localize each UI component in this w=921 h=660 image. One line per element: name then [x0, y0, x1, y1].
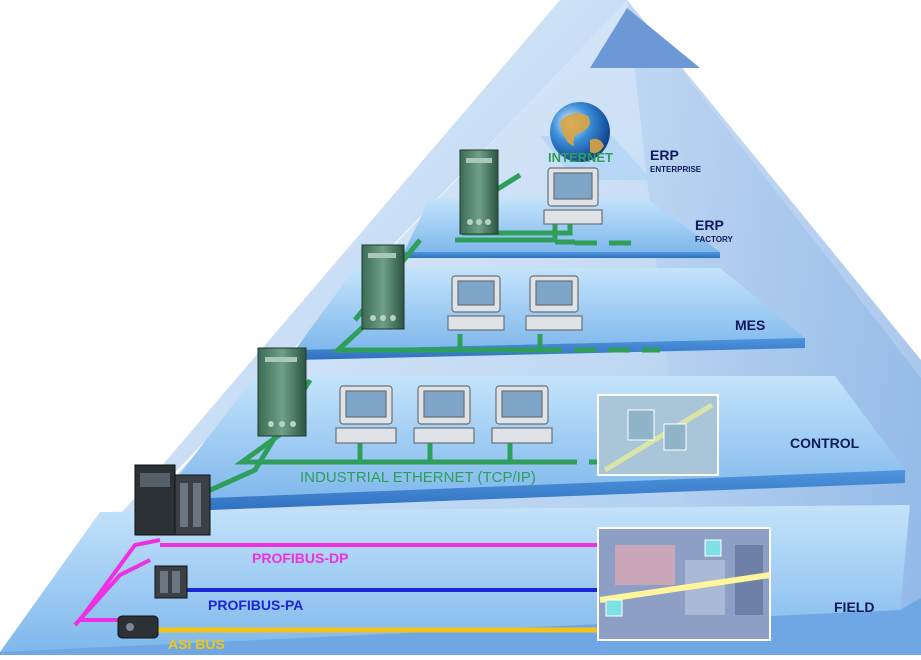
ethernet-label: INDUSTRIAL ETHERNET (TCP/IP): [300, 469, 536, 486]
fieldbus-lines: [73, 538, 600, 633]
workstation-icon: [525, 275, 583, 331]
workstation-icon: [543, 167, 603, 225]
profibus-dp-label: PROFIBUS-DP: [252, 550, 348, 566]
process-visual-icon: [597, 394, 719, 476]
pyramid-apex: [590, 8, 700, 68]
level-title-field: FIELD: [834, 599, 874, 615]
workstation-icon: [491, 385, 553, 444]
internet-label: INTERNET: [548, 150, 613, 165]
process-visual-icon: [597, 527, 771, 641]
server-tower-icon: [361, 244, 405, 330]
level-title-factory: ERP: [695, 217, 724, 233]
server-tower-icon: [257, 347, 307, 437]
level-subtitle-enterprise: ENTERPRISE: [650, 165, 702, 174]
level-title-control: CONTROL: [790, 435, 860, 451]
globe-icon: [550, 102, 610, 162]
workstation-icon: [447, 275, 505, 331]
workstation-icon: [413, 385, 475, 444]
asi-bus-label: ASI BUS: [168, 636, 225, 652]
level-title-enterprise: ERP: [650, 147, 679, 163]
workstation-icon: [335, 385, 397, 444]
server-tower-icon: [459, 149, 499, 235]
plc-icon: [154, 565, 188, 599]
profibus-pa-label: PROFIBUS-PA: [208, 597, 303, 613]
level-title-mes: MES: [735, 317, 765, 333]
plc-icon: [134, 464, 211, 536]
level-subtitle-factory: FACTORY: [695, 235, 733, 244]
plc-icon: [117, 615, 159, 639]
